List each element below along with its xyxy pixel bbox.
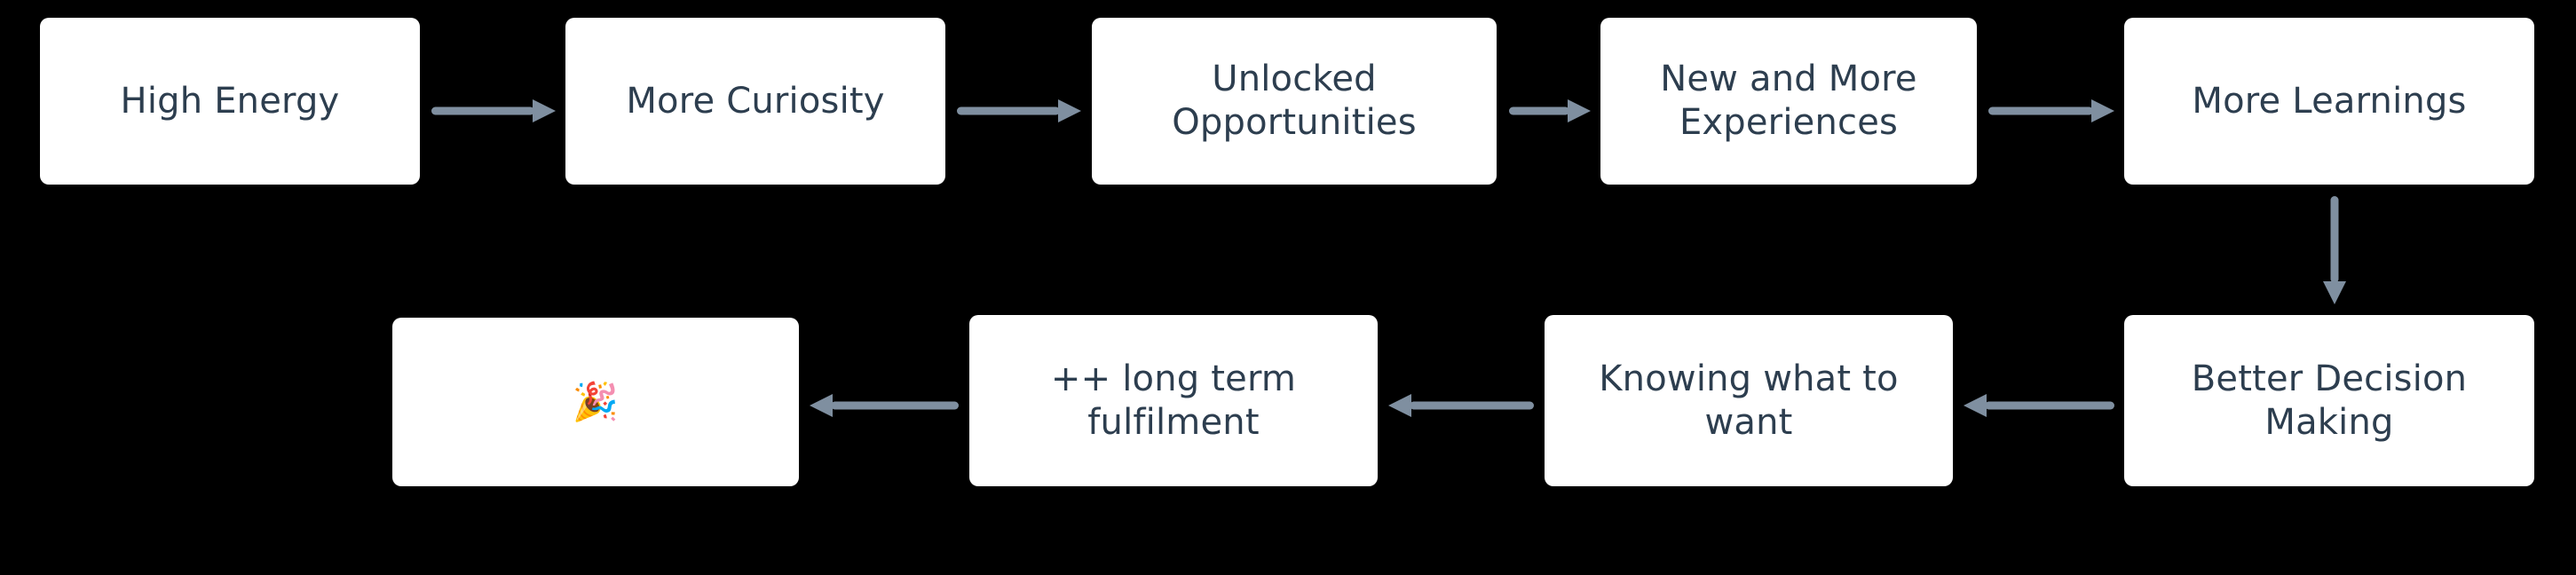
node-more-learnings[interactable]: More Learnings xyxy=(2124,18,2534,185)
edge-knowing-what-to-want-to-long-term-fulfilment xyxy=(1388,394,1534,417)
node-new-and-more-experiences[interactable]: New and More Experiences xyxy=(1600,18,1977,185)
node-label: Unlocked Opportunities xyxy=(1172,59,1417,143)
edge-new-and-more-experiences-to-more-learnings xyxy=(1988,99,2114,122)
node-more-curiosity[interactable]: More Curiosity xyxy=(565,18,945,185)
node-high-energy[interactable]: High Energy xyxy=(40,18,420,185)
edge-more-learnings-to-better-decision-making xyxy=(2323,196,2346,304)
edge-more-curiosity-to-unlocked-opportunities xyxy=(957,99,1081,122)
node-label: High Energy xyxy=(120,80,340,122)
node-label: ++ long term fulfilment xyxy=(1050,358,1297,443)
edge-high-energy-to-more-curiosity xyxy=(431,99,556,122)
node-better-decision-making[interactable]: Better Decision Making xyxy=(2124,315,2534,486)
edge-better-decision-making-to-knowing-what-to-want xyxy=(1964,394,2114,417)
node-knowing-what-to-want[interactable]: Knowing what to want xyxy=(1545,315,1953,486)
node-unlocked-opportunities[interactable]: Unlocked Opportunities xyxy=(1092,18,1497,185)
node-label: More Curiosity xyxy=(626,80,885,122)
edge-long-term-fulfilment-to-celebration xyxy=(810,394,959,417)
party-popper-icon: 🎉 xyxy=(572,380,620,423)
node-label: Better Decision Making xyxy=(2191,358,2468,443)
node-label: More Learnings xyxy=(2192,80,2467,122)
node-celebration[interactable]: 🎉 xyxy=(392,318,799,486)
edge-unlocked-opportunities-to-new-and-more-experiences xyxy=(1509,99,1591,122)
node-label: Knowing what to want xyxy=(1599,358,1899,443)
node-long-term-fulfilment[interactable]: ++ long term fulfilment xyxy=(969,315,1378,486)
node-label: New and More Experiences xyxy=(1660,59,1917,143)
